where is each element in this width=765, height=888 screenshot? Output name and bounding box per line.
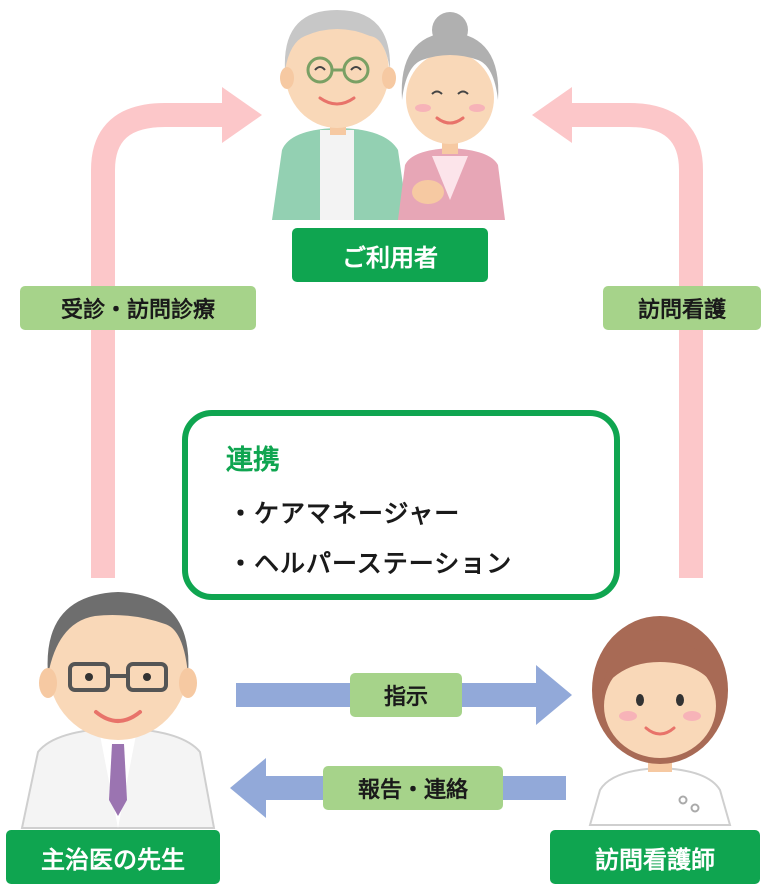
doctor-to-nurse-label: 指示 (350, 673, 462, 717)
cooperation-item-helper-station: ・ヘルパーステーション (228, 549, 513, 578)
arrow-doctor-to-user (91, 87, 262, 578)
user-label: ご利用者 (292, 228, 488, 282)
doctor-illustration (20, 592, 216, 829)
cooperation-item-care-manager: ・ケアマネージャー (228, 499, 461, 528)
cooperation-box: 連携 ・ケアマネージャー ・ヘルパーステーション (182, 410, 620, 600)
doctor-label: 主治医の先生 (6, 830, 220, 884)
arrow-nurse-to-user (532, 87, 703, 578)
cooperation-title: 連携 (226, 445, 280, 476)
nurse-to-user-label: 訪問看護 (603, 286, 761, 330)
elderly-couple-illustration (272, 10, 505, 220)
nurse-label: 訪問看護師 (550, 830, 760, 884)
nurse-to-doctor-label: 報告・連絡 (323, 766, 503, 810)
doctor-to-user-label: 受診・訪問診療 (20, 286, 256, 330)
nurse-illustration (588, 616, 732, 826)
